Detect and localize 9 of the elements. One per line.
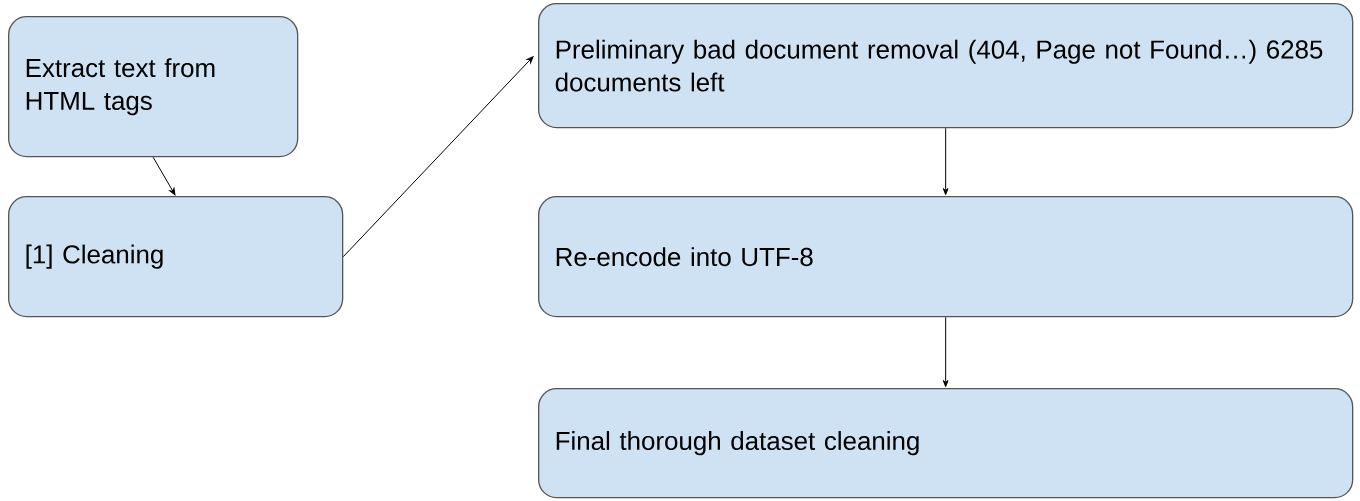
process-box: [1] Cleaning (8, 196, 344, 318)
arrow (342, 56, 534, 258)
arrow (152, 156, 176, 196)
process-box: Final thorough dataset cleaning (538, 388, 1354, 499)
arrow (942, 316, 949, 388)
process-box: Extract text from HTML tags (8, 16, 299, 158)
arrow (942, 127, 949, 196)
process-box: Re-encode into UTF-8 (538, 196, 1354, 318)
process-box: Preliminary bad document removal (404, Page not Found…) 6285 documents left (538, 3, 1354, 129)
